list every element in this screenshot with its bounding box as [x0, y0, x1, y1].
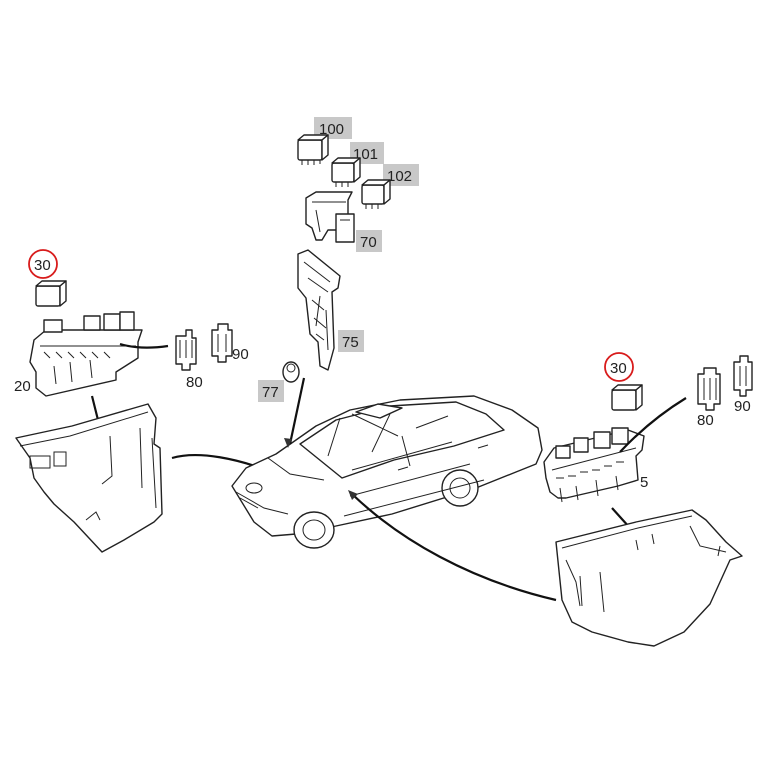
callout-90-left: 90 — [232, 346, 249, 363]
callout-100: 100 — [319, 121, 344, 138]
callout-30-left: 30 — [34, 257, 51, 274]
left-housing[interactable] — [15, 395, 268, 553]
right-fuse-box-5[interactable]: 5 — [543, 397, 687, 503]
relay-102[interactable]: 102 — [361, 164, 419, 209]
callout-77-bg — [258, 380, 284, 402]
grommet-77[interactable]: 77 — [258, 361, 300, 402]
left-connector-80[interactable]: 80 — [175, 329, 203, 391]
callout-75-bg — [338, 330, 364, 352]
right-relay-30[interactable]: 30 — [604, 352, 643, 411]
callout-70-bg — [356, 230, 382, 252]
callout-102-bg — [383, 164, 419, 186]
relay-100[interactable]: 100 — [297, 117, 352, 165]
right-housing[interactable] — [555, 507, 743, 647]
callout-30-right: 30 — [610, 360, 627, 377]
callout-70: 70 — [360, 234, 377, 251]
right-connector-90[interactable]: 90 — [733, 355, 753, 415]
callout-5: 5 — [640, 474, 648, 491]
left-relay-30[interactable]: 30 — [28, 249, 67, 307]
left-fuse-box-20[interactable]: 20 — [14, 311, 169, 397]
mount-bracket-75[interactable]: 75 — [297, 249, 364, 371]
relay-bracket-70[interactable]: 70 — [305, 191, 382, 252]
callout-80-right: 80 — [697, 412, 714, 429]
callout-77: 77 — [262, 384, 279, 401]
highlight-ring-right — [604, 352, 634, 382]
relay-101[interactable]: 101 — [331, 142, 384, 187]
right-connector-80[interactable]: 80 — [697, 367, 721, 429]
callout-20: 20 — [14, 378, 31, 395]
highlight-ring-left — [28, 249, 58, 279]
callout-102: 102 — [387, 168, 412, 185]
callout-80-left: 80 — [186, 374, 203, 391]
callout-90-right: 90 — [734, 398, 751, 415]
left-connector-90[interactable]: 90 — [211, 323, 249, 363]
callout-75: 75 — [342, 334, 359, 351]
vehicle[interactable] — [231, 395, 543, 549]
callout-100-bg — [314, 117, 352, 139]
